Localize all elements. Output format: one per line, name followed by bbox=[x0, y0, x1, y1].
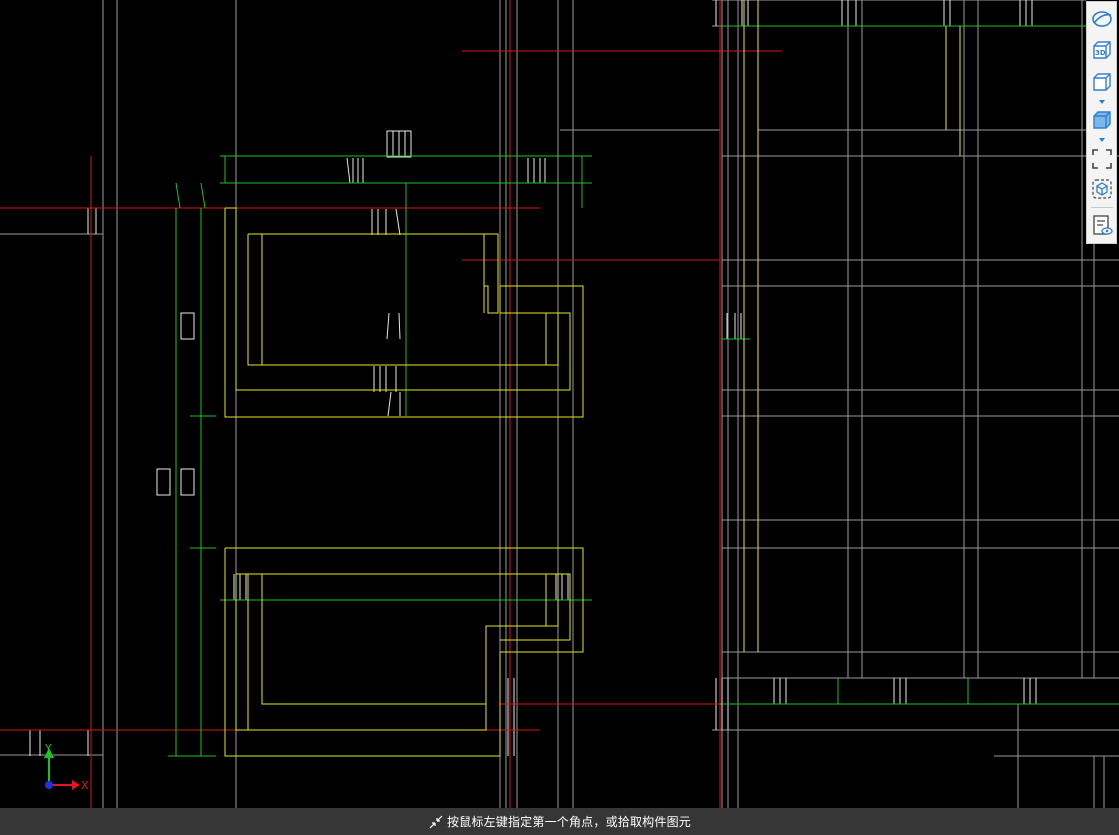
status-prompt-text: 按鼠标左键指定第一个角点，或拾取构件图元 bbox=[446, 815, 691, 829]
wall-lines bbox=[168, 25, 1119, 757]
room-outlines bbox=[224, 0, 961, 757]
cube-wire-icon[interactable] bbox=[1090, 70, 1114, 94]
chevron-down-icon[interactable] bbox=[1096, 136, 1108, 144]
fullscreen-icon[interactable] bbox=[1090, 147, 1114, 171]
cursor-pick-icon bbox=[429, 815, 443, 828]
svg-text:3D: 3D bbox=[1095, 49, 1106, 57]
chevron-down-icon[interactable] bbox=[1096, 98, 1108, 106]
opening-marks bbox=[29, 0, 1037, 756]
view-toolbar: 3D bbox=[1086, 1, 1117, 244]
ucs-y-label: Y bbox=[44, 742, 52, 755]
grid-lines bbox=[0, 0, 1119, 808]
toolbar-divider bbox=[1091, 207, 1113, 208]
cad-drawing-canvas[interactable]: Y X bbox=[0, 0, 1119, 808]
ucs-indicator: Y X bbox=[44, 742, 89, 792]
box-select-icon[interactable] bbox=[1090, 177, 1114, 201]
orbit-icon[interactable] bbox=[1090, 7, 1114, 31]
cube-solid-icon[interactable] bbox=[1090, 108, 1114, 132]
cube-3d-icon[interactable]: 3D bbox=[1090, 38, 1114, 62]
document-eye-icon[interactable] bbox=[1090, 213, 1114, 237]
status-bar: 按鼠标左键指定第一个角点，或拾取构件图元 bbox=[0, 808, 1119, 835]
ucs-x-label: X bbox=[81, 779, 89, 792]
